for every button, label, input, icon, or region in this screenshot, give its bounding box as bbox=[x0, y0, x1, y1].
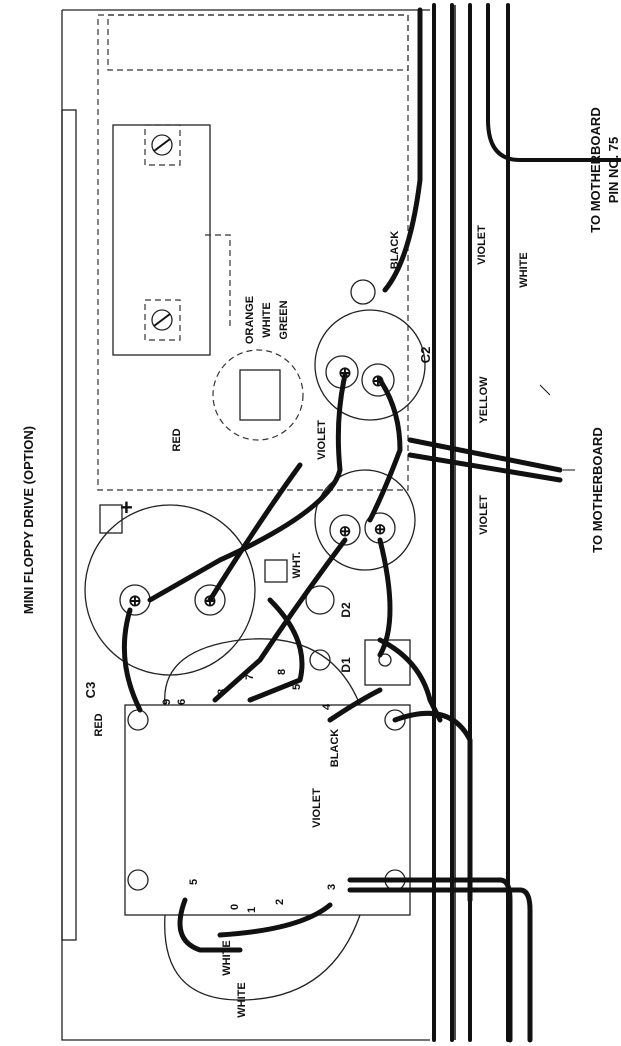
wire-white-right: WHITE bbox=[518, 252, 530, 287]
left-mounting-strip bbox=[61, 109, 77, 941]
capacitor-c3: ⊕ ⊕ + bbox=[84, 495, 256, 676]
terminal-label: 8 bbox=[276, 669, 288, 675]
wire-white-b1: WHITE bbox=[221, 940, 233, 975]
drive-screw-bottom bbox=[151, 309, 173, 331]
terminal-label: 5 bbox=[188, 879, 200, 885]
terminal-label: 3 bbox=[326, 884, 338, 890]
wire-violet-right: VIOLET bbox=[476, 225, 488, 265]
wire-yellow: YELLOW bbox=[478, 376, 490, 424]
wire-violet-mid: VIOLET bbox=[316, 420, 328, 460]
c3-plus-sign: + bbox=[120, 495, 133, 520]
to-motherboard-pin-label: TO MOTHERBOARD bbox=[588, 107, 603, 232]
terminal-label: 8 bbox=[216, 689, 228, 695]
to-motherboard-label: TO MOTHERBOARD bbox=[590, 427, 605, 552]
wire-black-xfmr: BLACK bbox=[329, 729, 341, 768]
svg-text:⊕: ⊕ bbox=[128, 593, 141, 610]
title-label: MINI FLOPPY DRIVE (OPTION) bbox=[21, 426, 36, 614]
floppy-drive bbox=[97, 14, 409, 491]
drive-screw-top bbox=[151, 134, 173, 156]
terminal-label: 6 bbox=[176, 699, 188, 705]
svg-text:⊕: ⊕ bbox=[374, 521, 387, 538]
wire-green: GREEN bbox=[278, 300, 290, 339]
terminal-label: 2 bbox=[274, 899, 286, 905]
pin-number-label: PIN NO. 75 bbox=[606, 137, 621, 203]
wire-red-top: RED bbox=[171, 428, 183, 451]
label-d1: D1 bbox=[339, 657, 353, 673]
wire-black-top: BLACK bbox=[389, 231, 401, 270]
wire-orange: ORANGE bbox=[244, 296, 256, 344]
harness-wires bbox=[121, 7, 563, 1043]
text-labels: MINI FLOPPY DRIVE (OPTION) TO MOTHERBOAR… bbox=[21, 107, 621, 1017]
wire-white-b2: WHITE bbox=[236, 982, 248, 1017]
terminal-label: 4 bbox=[321, 703, 333, 710]
capacitor-mid: ⊕ ⊕ bbox=[314, 469, 416, 571]
terminal-label: 5 bbox=[291, 684, 303, 690]
wire-violet-lower: VIOLET bbox=[478, 495, 490, 535]
terminal-numbers: 9 6 8 7 8 5 4 5 0 1 2 3 bbox=[161, 669, 338, 913]
wire-red-left: RED bbox=[93, 713, 105, 736]
drive-connector bbox=[212, 349, 304, 441]
svg-text:⊕: ⊕ bbox=[339, 523, 352, 540]
terminal-label: 0 bbox=[229, 904, 241, 910]
terminal-label: 1 bbox=[246, 907, 258, 913]
label-d2: D2 bbox=[339, 602, 353, 618]
terminal-label: 7 bbox=[244, 674, 256, 680]
label-c3: C3 bbox=[83, 682, 98, 699]
wire-wht: WHT. bbox=[291, 552, 303, 579]
wire-white-top: WHITE bbox=[261, 302, 273, 337]
label-c2: C2 bbox=[418, 347, 433, 364]
wire-violet-xfmr: VIOLET bbox=[311, 788, 323, 828]
terminal-label: 9 bbox=[161, 699, 173, 705]
